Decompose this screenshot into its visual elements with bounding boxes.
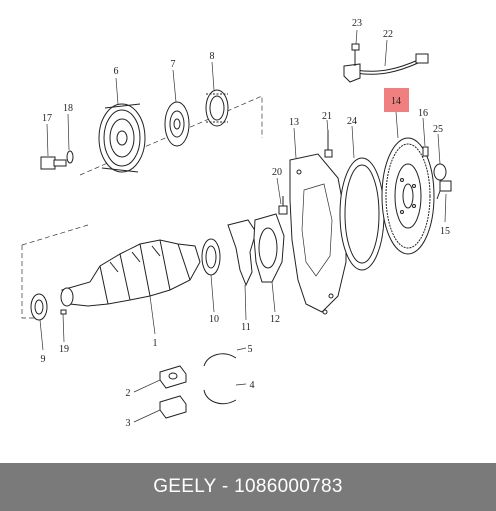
part-14-flywheel <box>381 137 435 255</box>
part-19-key <box>60 309 67 315</box>
part-5-thrust-washer <box>203 353 237 367</box>
callout-20: 20 <box>272 167 282 178</box>
callout-24: 24 <box>347 116 357 127</box>
callout-5: 5 <box>248 344 253 355</box>
callout-4: 4 <box>250 380 255 391</box>
part-7-gear <box>164 101 190 147</box>
callout-10: 10 <box>209 314 219 325</box>
part-9-oil-seal <box>30 293 48 321</box>
part-17-bolt <box>40 156 67 170</box>
callout-6: 6 <box>114 66 119 77</box>
part-6-crankshaft-pulley <box>98 103 146 173</box>
callout-19: 19 <box>59 344 69 355</box>
part-12-retainer <box>253 213 285 283</box>
callout-23: 23 <box>352 18 362 29</box>
part-14-highlight <box>384 88 409 112</box>
part-22-sensor <box>343 53 429 83</box>
callout-12: 12 <box>270 314 280 325</box>
part-24-ring-gear <box>339 157 385 271</box>
callout-22: 22 <box>383 29 393 40</box>
part-21-bolt <box>324 130 333 158</box>
callout-2: 2 <box>126 388 131 399</box>
part-4-thrust-washer <box>203 389 237 405</box>
part-10-seal <box>201 238 221 276</box>
part-16-pin <box>422 146 429 157</box>
callout-16: 16 <box>418 108 428 119</box>
part-13-end-plate <box>289 153 347 315</box>
leader-lines <box>39 29 447 423</box>
part-15-bolt <box>436 180 452 200</box>
callout-17: 17 <box>42 113 52 124</box>
callout-1: 1 <box>153 338 158 349</box>
part-8-sprocket <box>205 89 229 127</box>
callout-11: 11 <box>241 322 251 333</box>
part-23-bolt <box>351 43 360 66</box>
callout-25: 25 <box>433 124 443 135</box>
part-20-bolt <box>278 196 288 215</box>
part-25-bushing <box>433 163 447 181</box>
part-18-washer <box>66 150 74 164</box>
part-1-crankshaft <box>60 239 201 307</box>
part-3-bearing-shell <box>159 395 187 419</box>
exploded-parts-diagram: 1 2 3 4 5 6 7 8 9 10 11 12 13 14 15 16 1… <box>21 18 452 429</box>
part-number-caption: GEELY - 1086000783 <box>153 476 343 497</box>
footer-bar: GEELY - 1086000783 <box>0 463 496 511</box>
callout-18: 18 <box>63 103 73 114</box>
part-11-gasket <box>227 219 257 287</box>
callout-7: 7 <box>171 59 176 70</box>
callout-14: 14 <box>391 96 401 107</box>
callout-3: 3 <box>126 418 131 429</box>
callout-8: 8 <box>210 51 215 62</box>
part-2-bearing-shell <box>159 365 187 389</box>
callout-13: 13 <box>289 117 299 128</box>
callout-21: 21 <box>322 111 332 122</box>
callout-15: 15 <box>440 226 450 237</box>
callout-9: 9 <box>41 354 46 365</box>
